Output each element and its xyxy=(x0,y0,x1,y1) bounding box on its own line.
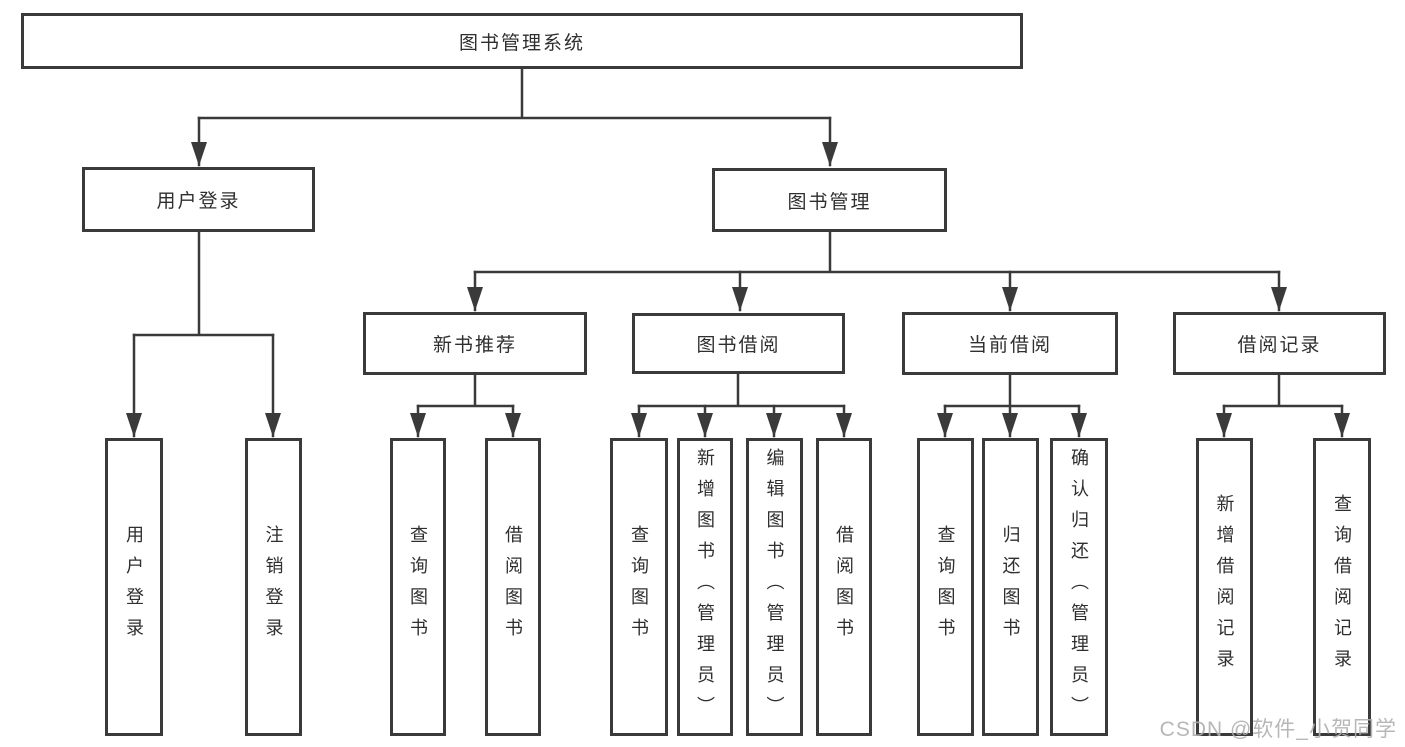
csdn-watermark: CSDN @软件_小贺同学 xyxy=(1159,718,1397,741)
leaf-label: 查询图书 xyxy=(629,525,649,649)
leaf-query-books-3: 查询图书 xyxy=(917,438,974,736)
node-user-login: 用户登录 xyxy=(82,167,315,232)
node-new-book-recommend: 新书推荐 xyxy=(363,312,587,375)
leaf-user-login: 用户登录 xyxy=(105,438,163,736)
leaf-borrow-books-1: 借阅图书 xyxy=(485,438,541,736)
node-book-borrowing: 图书借阅 xyxy=(632,313,845,374)
leaf-label: 借阅图书 xyxy=(834,525,854,649)
node-book-management: 图书管理 xyxy=(712,168,947,232)
leaf-label: 查询图书 xyxy=(408,525,428,649)
node-label: 借阅记录 xyxy=(1237,335,1322,356)
node-current-borrowing: 当前借阅 xyxy=(902,312,1118,375)
leaf-add-borrow-record: 新增借阅记录 xyxy=(1196,438,1253,736)
leaf-label: 注销登录 xyxy=(263,525,284,649)
leaf-label: 编辑图书（管理员） xyxy=(764,447,785,727)
leaf-add-book-admin: 新增图书（管理员） xyxy=(677,438,733,736)
node-label: 当前借阅 xyxy=(967,335,1052,356)
leaf-label: 用户登录 xyxy=(124,525,144,649)
node-label: 新书推荐 xyxy=(432,335,517,356)
leaf-logout: 注销登录 xyxy=(245,438,302,736)
node-root-library-system: 图书管理系统 xyxy=(21,13,1023,69)
leaf-confirm-return-admin: 确认归还（管理员） xyxy=(1050,438,1108,736)
leaf-label: 新增图书（管理员） xyxy=(695,447,715,727)
node-label: 用户登录 xyxy=(156,191,241,212)
leaf-label: 查询图书 xyxy=(935,525,956,649)
node-label: 图书管理系统 xyxy=(458,32,585,54)
leaf-query-books-1: 查询图书 xyxy=(390,438,446,736)
leaf-borrow-books-2: 借阅图书 xyxy=(816,438,872,736)
leaf-label: 查询借阅记录 xyxy=(1332,494,1352,680)
leaf-label: 新增借阅记录 xyxy=(1214,494,1235,680)
node-label: 图书借阅 xyxy=(696,335,781,356)
node-label: 图书管理 xyxy=(787,191,872,213)
leaf-label: 借阅图书 xyxy=(503,525,523,649)
leaf-query-books-2: 查询图书 xyxy=(610,438,668,736)
leaf-label: 归还图书 xyxy=(1000,525,1021,649)
leaf-return-book: 归还图书 xyxy=(982,438,1039,736)
leaf-query-borrow-record: 查询借阅记录 xyxy=(1313,438,1371,736)
leaf-edit-book-admin: 编辑图书（管理员） xyxy=(746,438,803,736)
node-borrowing-records: 借阅记录 xyxy=(1173,312,1386,375)
leaf-label: 确认归还（管理员） xyxy=(1069,447,1089,727)
